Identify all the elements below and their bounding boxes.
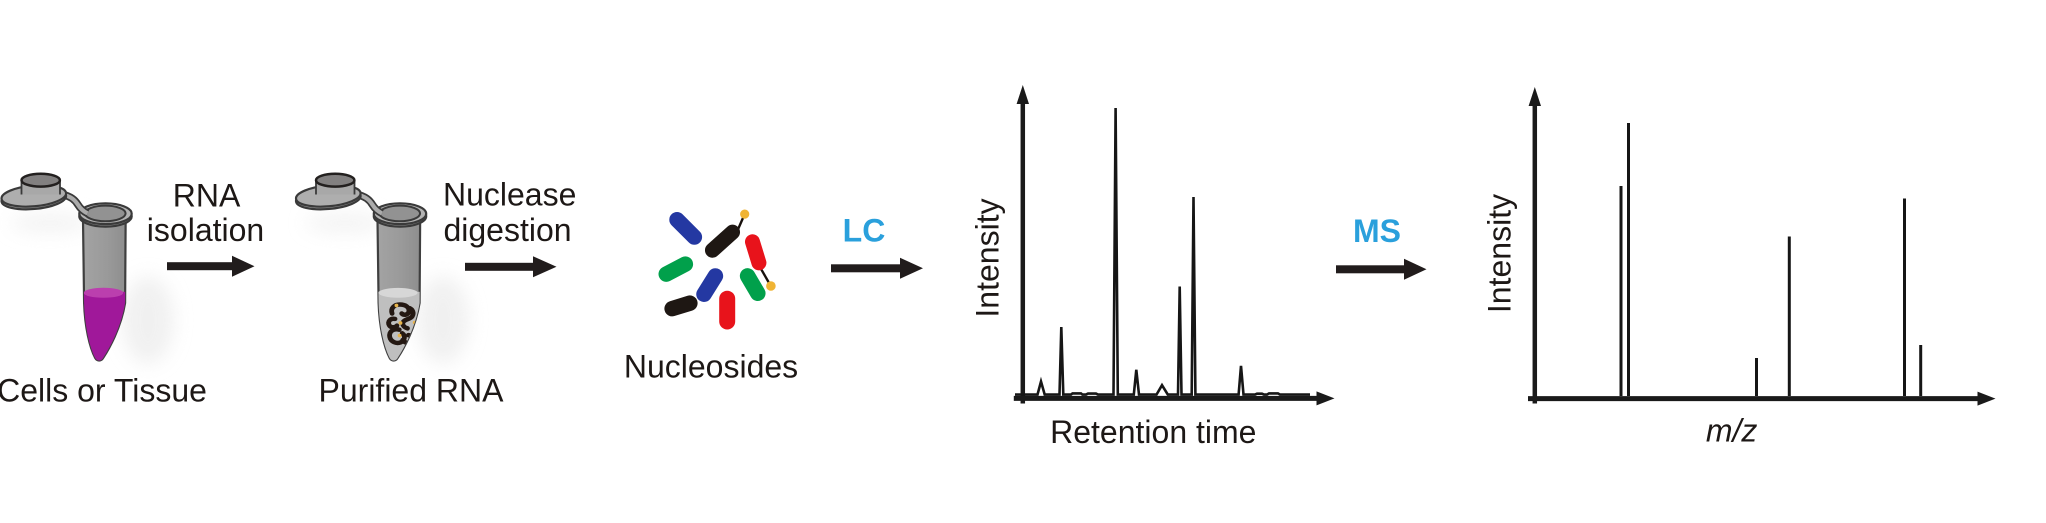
svg-text:Purified RNA: Purified RNA bbox=[319, 373, 505, 409]
svg-text:Retention time: Retention time bbox=[1050, 414, 1256, 450]
svg-text:Nuclease: Nuclease bbox=[443, 177, 576, 213]
svg-text:LC: LC bbox=[843, 213, 886, 249]
svg-text:Nucleosides: Nucleosides bbox=[624, 348, 798, 384]
svg-text:MS: MS bbox=[1353, 213, 1401, 249]
svg-text:digestion: digestion bbox=[443, 212, 571, 248]
svg-text:isolation: isolation bbox=[147, 212, 264, 248]
svg-text:RNA: RNA bbox=[173, 178, 241, 214]
svg-text:m/z: m/z bbox=[1706, 413, 1758, 449]
svg-text:Intensity: Intensity bbox=[970, 198, 1006, 317]
svg-text:Intensity: Intensity bbox=[1482, 194, 1518, 313]
svg-text:Cells or Tissue: Cells or Tissue bbox=[0, 373, 207, 409]
